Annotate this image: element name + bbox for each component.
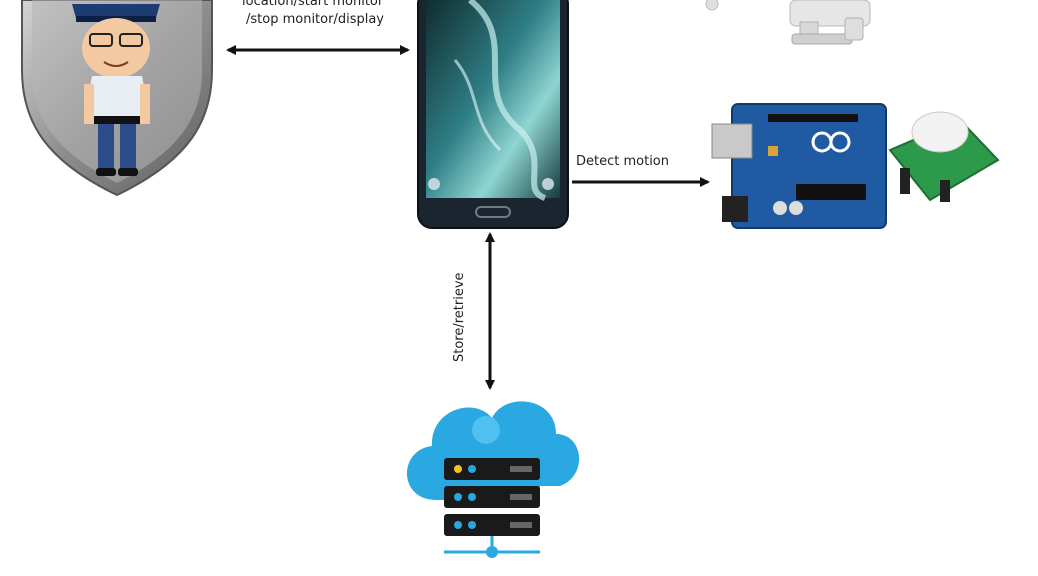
arduino-board-with-pir-sensor-icon [711,103,1000,229]
edge-label-user-phone-line2: /stop monitor/display [246,12,384,27]
security-guard-badge-icon [21,0,213,197]
cloud-server-icon [406,401,580,558]
edge-label-user-phone-line1: location/start monitor [242,0,384,9]
edge-label-phone-arduino: Detect motion [576,154,669,169]
cctv-camera-icon [705,0,871,45]
edge-label-phone-cloud: Store/retrieve [452,272,467,362]
smartphone-icon [417,0,569,229]
